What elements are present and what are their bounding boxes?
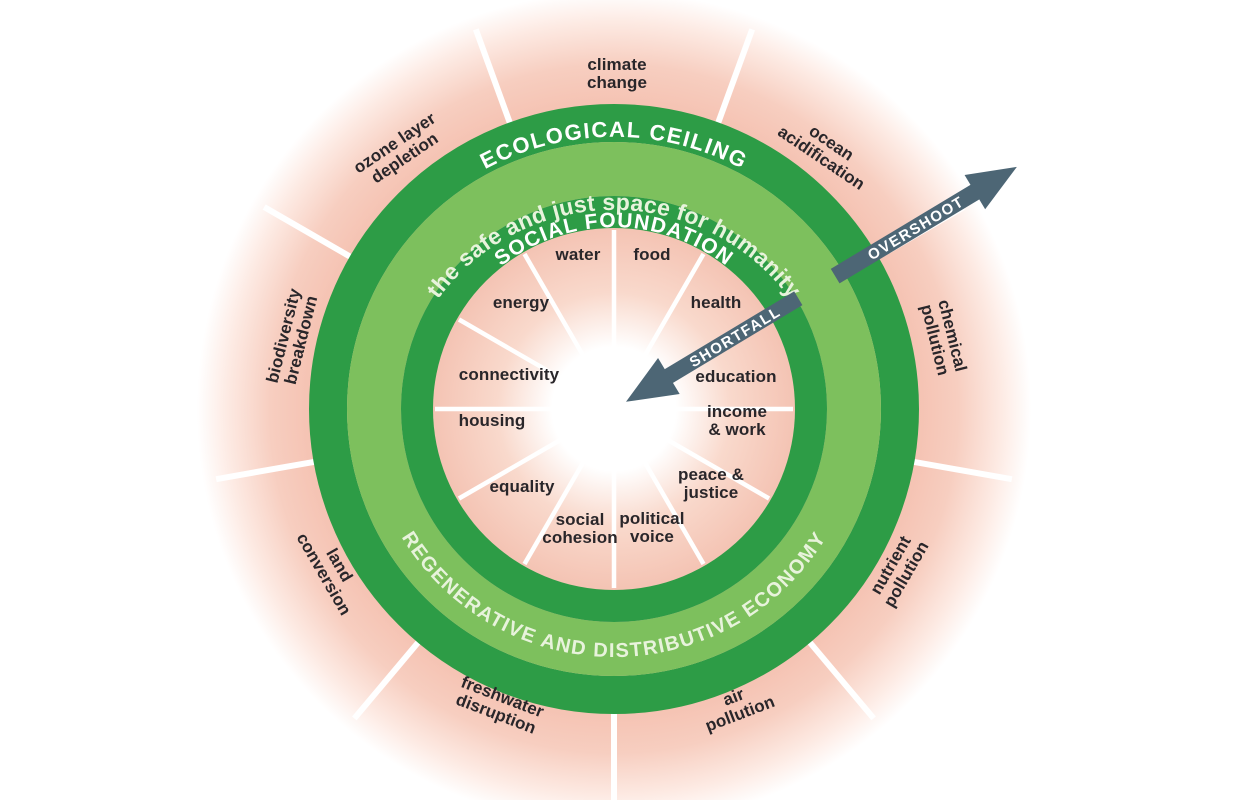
label-health: health bbox=[690, 292, 742, 312]
shortfall-arrowhead-icon bbox=[626, 358, 680, 402]
social-foundation-ring bbox=[401, 196, 827, 622]
label-social-cohesion: social cohesion bbox=[542, 509, 618, 547]
label-energy: energy bbox=[492, 292, 550, 312]
overshoot-arrow-shaft bbox=[830, 182, 984, 284]
label-housing: housing bbox=[458, 410, 526, 430]
label-equality: equality bbox=[489, 476, 555, 496]
label-income-work: income & work bbox=[706, 401, 768, 439]
label-political-voice: political voice bbox=[619, 508, 685, 546]
label-climate-change: climate change bbox=[586, 54, 648, 92]
inner-glow-circle bbox=[433, 228, 795, 590]
ecological-ceiling-ring bbox=[309, 104, 919, 714]
label-food: food bbox=[633, 244, 671, 264]
label-peace-justice: peace & justice bbox=[678, 464, 744, 502]
social-divider-lines bbox=[435, 230, 793, 588]
shortfall-arrow-shaft bbox=[659, 291, 803, 386]
label-education: education bbox=[695, 366, 777, 386]
label-connectivity: connectivity bbox=[458, 364, 560, 384]
overshoot-arrowhead-icon bbox=[964, 166, 1017, 210]
safe-space-ring bbox=[347, 142, 881, 676]
label-water: water bbox=[555, 244, 601, 264]
